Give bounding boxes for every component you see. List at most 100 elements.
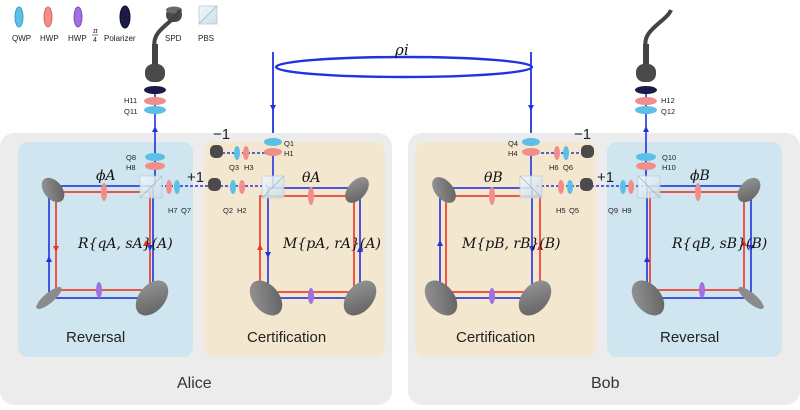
alice-mirror-bl xyxy=(36,287,62,309)
alice-mirror-br xyxy=(135,280,169,316)
spd-icon xyxy=(636,64,656,82)
alice-rev-arrow-4 xyxy=(143,240,149,246)
bob-mirror-br xyxy=(738,287,764,309)
alice-cert-arrow-2 xyxy=(357,246,363,252)
hwp-icon xyxy=(636,162,656,170)
bob-mirror-cert-bl xyxy=(424,280,458,316)
alice-minus-one: −1 xyxy=(213,126,230,143)
qwp-icon xyxy=(636,153,656,161)
bob-label-h5: H5 xyxy=(556,206,566,215)
qwp-icon xyxy=(145,153,165,161)
legend-hwp-pi4-label: HWP xyxy=(68,34,87,43)
bob-cert-arrow-2 xyxy=(529,246,535,252)
hwp-icon xyxy=(166,180,172,194)
legend-pbs: PBS xyxy=(198,5,218,43)
legend-hwp: HWP xyxy=(40,6,59,43)
beam-arrow-alice xyxy=(270,105,276,111)
hwp-icon xyxy=(144,97,166,105)
alice-phi-waveplate xyxy=(101,183,107,201)
alice-label-q11: Q11 xyxy=(124,107,138,116)
alice-certification-label: Certification xyxy=(247,329,326,346)
qwp-icon xyxy=(567,180,573,194)
legend-polarizer-label: Polarizer xyxy=(104,34,136,43)
alice-spd-minus xyxy=(210,145,223,158)
bob-rev-arrow-1 xyxy=(644,256,650,262)
alice-label-h11: H11 xyxy=(124,96,137,105)
qwp-icon xyxy=(14,6,24,28)
state-loop xyxy=(274,55,534,79)
alice-rev-arrow-3 xyxy=(53,246,59,252)
hwp-pi4-icon xyxy=(73,6,83,28)
hwp-icon xyxy=(145,162,165,170)
bob-phi-waveplate xyxy=(695,183,701,201)
alice-name: Alice xyxy=(177,375,212,392)
hwp-icon xyxy=(558,180,564,194)
legend-qwp: QWP xyxy=(12,6,31,43)
beam-arrow-bob xyxy=(528,105,534,111)
alice-pbs-reversal xyxy=(139,175,163,199)
bob-mirror-cert-tl xyxy=(432,177,456,203)
hwp-icon xyxy=(554,146,560,160)
alice-mirror-tl xyxy=(41,177,65,203)
bob-label-q12: Q12 xyxy=(661,107,675,116)
alice-pbs-cert-diag xyxy=(261,175,285,199)
bob-theta-label: θB xyxy=(484,170,503,186)
bob-name: Bob xyxy=(591,375,620,392)
hwp-pi4-icon xyxy=(308,288,314,304)
qwp-icon xyxy=(234,146,240,160)
bob-label-h6: H6 xyxy=(549,163,559,172)
alice-pbs-reversal-diag xyxy=(139,175,163,199)
qwp-icon xyxy=(620,180,626,194)
alice-label-q1: Q1 xyxy=(284,139,294,148)
bob-pbs-certification xyxy=(519,175,543,199)
alice-cert-arrow-1 xyxy=(265,252,271,258)
hwp-icon xyxy=(43,6,53,28)
legend-pi-numerator: π xyxy=(92,27,98,35)
hwp-pi4-icon xyxy=(96,282,102,298)
bob-fiber xyxy=(643,44,649,68)
bob-label-h9: H9 xyxy=(622,206,632,215)
bob-label-q5: Q5 xyxy=(569,206,579,215)
legend: QWP HWP HWP π 4 Polarizer SPD PBS xyxy=(12,5,218,44)
bob-phi-label: ϕB xyxy=(690,168,710,184)
alice-mirror-cert-tr xyxy=(345,177,369,203)
bob-mirror-bl xyxy=(631,280,665,316)
bob-detector-column: H12 Q12 xyxy=(635,8,675,116)
legend-spd-label: SPD xyxy=(165,34,182,43)
qwp-icon xyxy=(144,106,166,114)
bob-label-h12: H12 xyxy=(661,96,675,105)
alice-label-q3: Q3 xyxy=(229,163,239,172)
alice-cert-blue-loop xyxy=(267,187,361,299)
hwp-icon xyxy=(243,146,249,160)
bob-minus-one: −1 xyxy=(574,126,591,143)
alice-label-h7: H7 xyxy=(168,206,178,215)
qwp-icon xyxy=(230,180,236,194)
hwp-icon xyxy=(264,148,282,156)
alice-panel: H11 Q11 Q8 H8 Q1 H1 −1 Q3 H3 +1 H7 Q7 Q2… xyxy=(0,8,392,405)
alice-fiber-cable xyxy=(152,8,182,49)
polarizer-icon xyxy=(144,86,166,94)
alice-label-h3: H3 xyxy=(244,163,254,172)
bob-pbs-reversal xyxy=(637,175,661,199)
alice-plus-one: +1 xyxy=(187,169,204,186)
bob-mirror-cert-br xyxy=(518,280,552,316)
bob-reversal-label: Reversal xyxy=(660,329,719,346)
bob-rev-arrow-2 xyxy=(748,245,754,251)
alice-reversal-label: Reversal xyxy=(66,329,125,346)
alice-pbs-certification xyxy=(261,175,285,199)
legend-qwp-label: QWP xyxy=(12,34,31,43)
alice-mirror-cert-bl xyxy=(249,280,283,316)
bob-pbs-cert-diag xyxy=(519,175,543,199)
spd-icon xyxy=(145,64,165,82)
bob-label-h4: H4 xyxy=(508,149,518,158)
alice-theta-waveplate xyxy=(308,187,314,205)
alice-rev-arrow-1 xyxy=(46,256,52,262)
bob-label-q10: Q10 xyxy=(662,153,676,162)
qwp-icon xyxy=(264,138,282,146)
alice-label-q8: Q8 xyxy=(126,153,136,162)
bob-mirror-tr xyxy=(737,177,761,203)
bob-panel: H12 Q12 Q10 H10 Q4 H4 −1 H6 Q6 +1 H5 Q5 … xyxy=(408,8,800,405)
alice-label-h2: H2 xyxy=(237,206,247,215)
bob-cert-arrow-3 xyxy=(537,244,543,250)
